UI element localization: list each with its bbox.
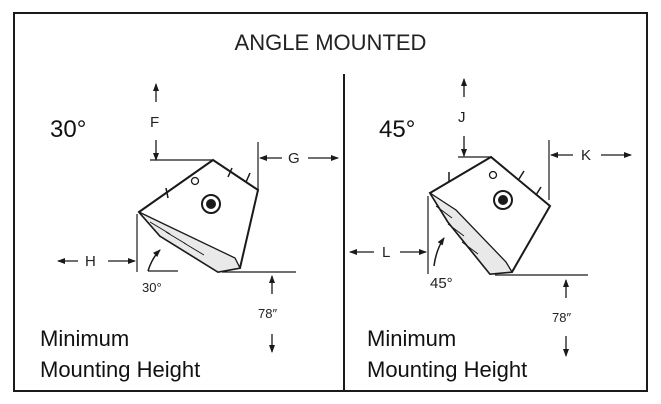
tilt-45-label: 45°: [430, 275, 453, 292]
height-45-label: 78″: [552, 310, 571, 325]
dim-j-label: J: [458, 109, 466, 126]
angle-label-30: 30°: [50, 116, 86, 143]
heater-45-degree: [428, 155, 552, 276]
caption-45-line2: Mounting Height: [367, 357, 528, 382]
tilt-30-arc: [147, 249, 161, 272]
caption-30-line2: Mounting Height: [40, 357, 201, 382]
heater-30-degree: [137, 158, 260, 274]
panel-30-degree: 30° F G H 30°: [50, 83, 339, 353]
caption-30-degree: Minimum Mounting Height: [40, 323, 200, 385]
tilt-45-arc: [433, 237, 445, 267]
angle-label-45: 45°: [379, 116, 415, 143]
caption-45-line1: Minimum: [367, 326, 457, 351]
dim-g-label: G: [288, 150, 300, 167]
dim-k-label: K: [581, 147, 591, 164]
dim-f-label: F: [150, 114, 159, 131]
caption-30-line1: Minimum: [40, 326, 130, 351]
panel-divider: [343, 74, 345, 392]
height-30-label: 78″: [258, 306, 277, 321]
tilt-30-label: 30°: [142, 280, 162, 295]
caption-45-degree: Minimum Mounting Height: [367, 323, 527, 385]
diagram-title: ANGLE MOUNTED: [234, 30, 427, 55]
dim-l-label: L: [382, 244, 390, 261]
panel-45-degree: 45° J K L 45°: [349, 78, 632, 357]
dim-h-label: H: [85, 253, 96, 270]
